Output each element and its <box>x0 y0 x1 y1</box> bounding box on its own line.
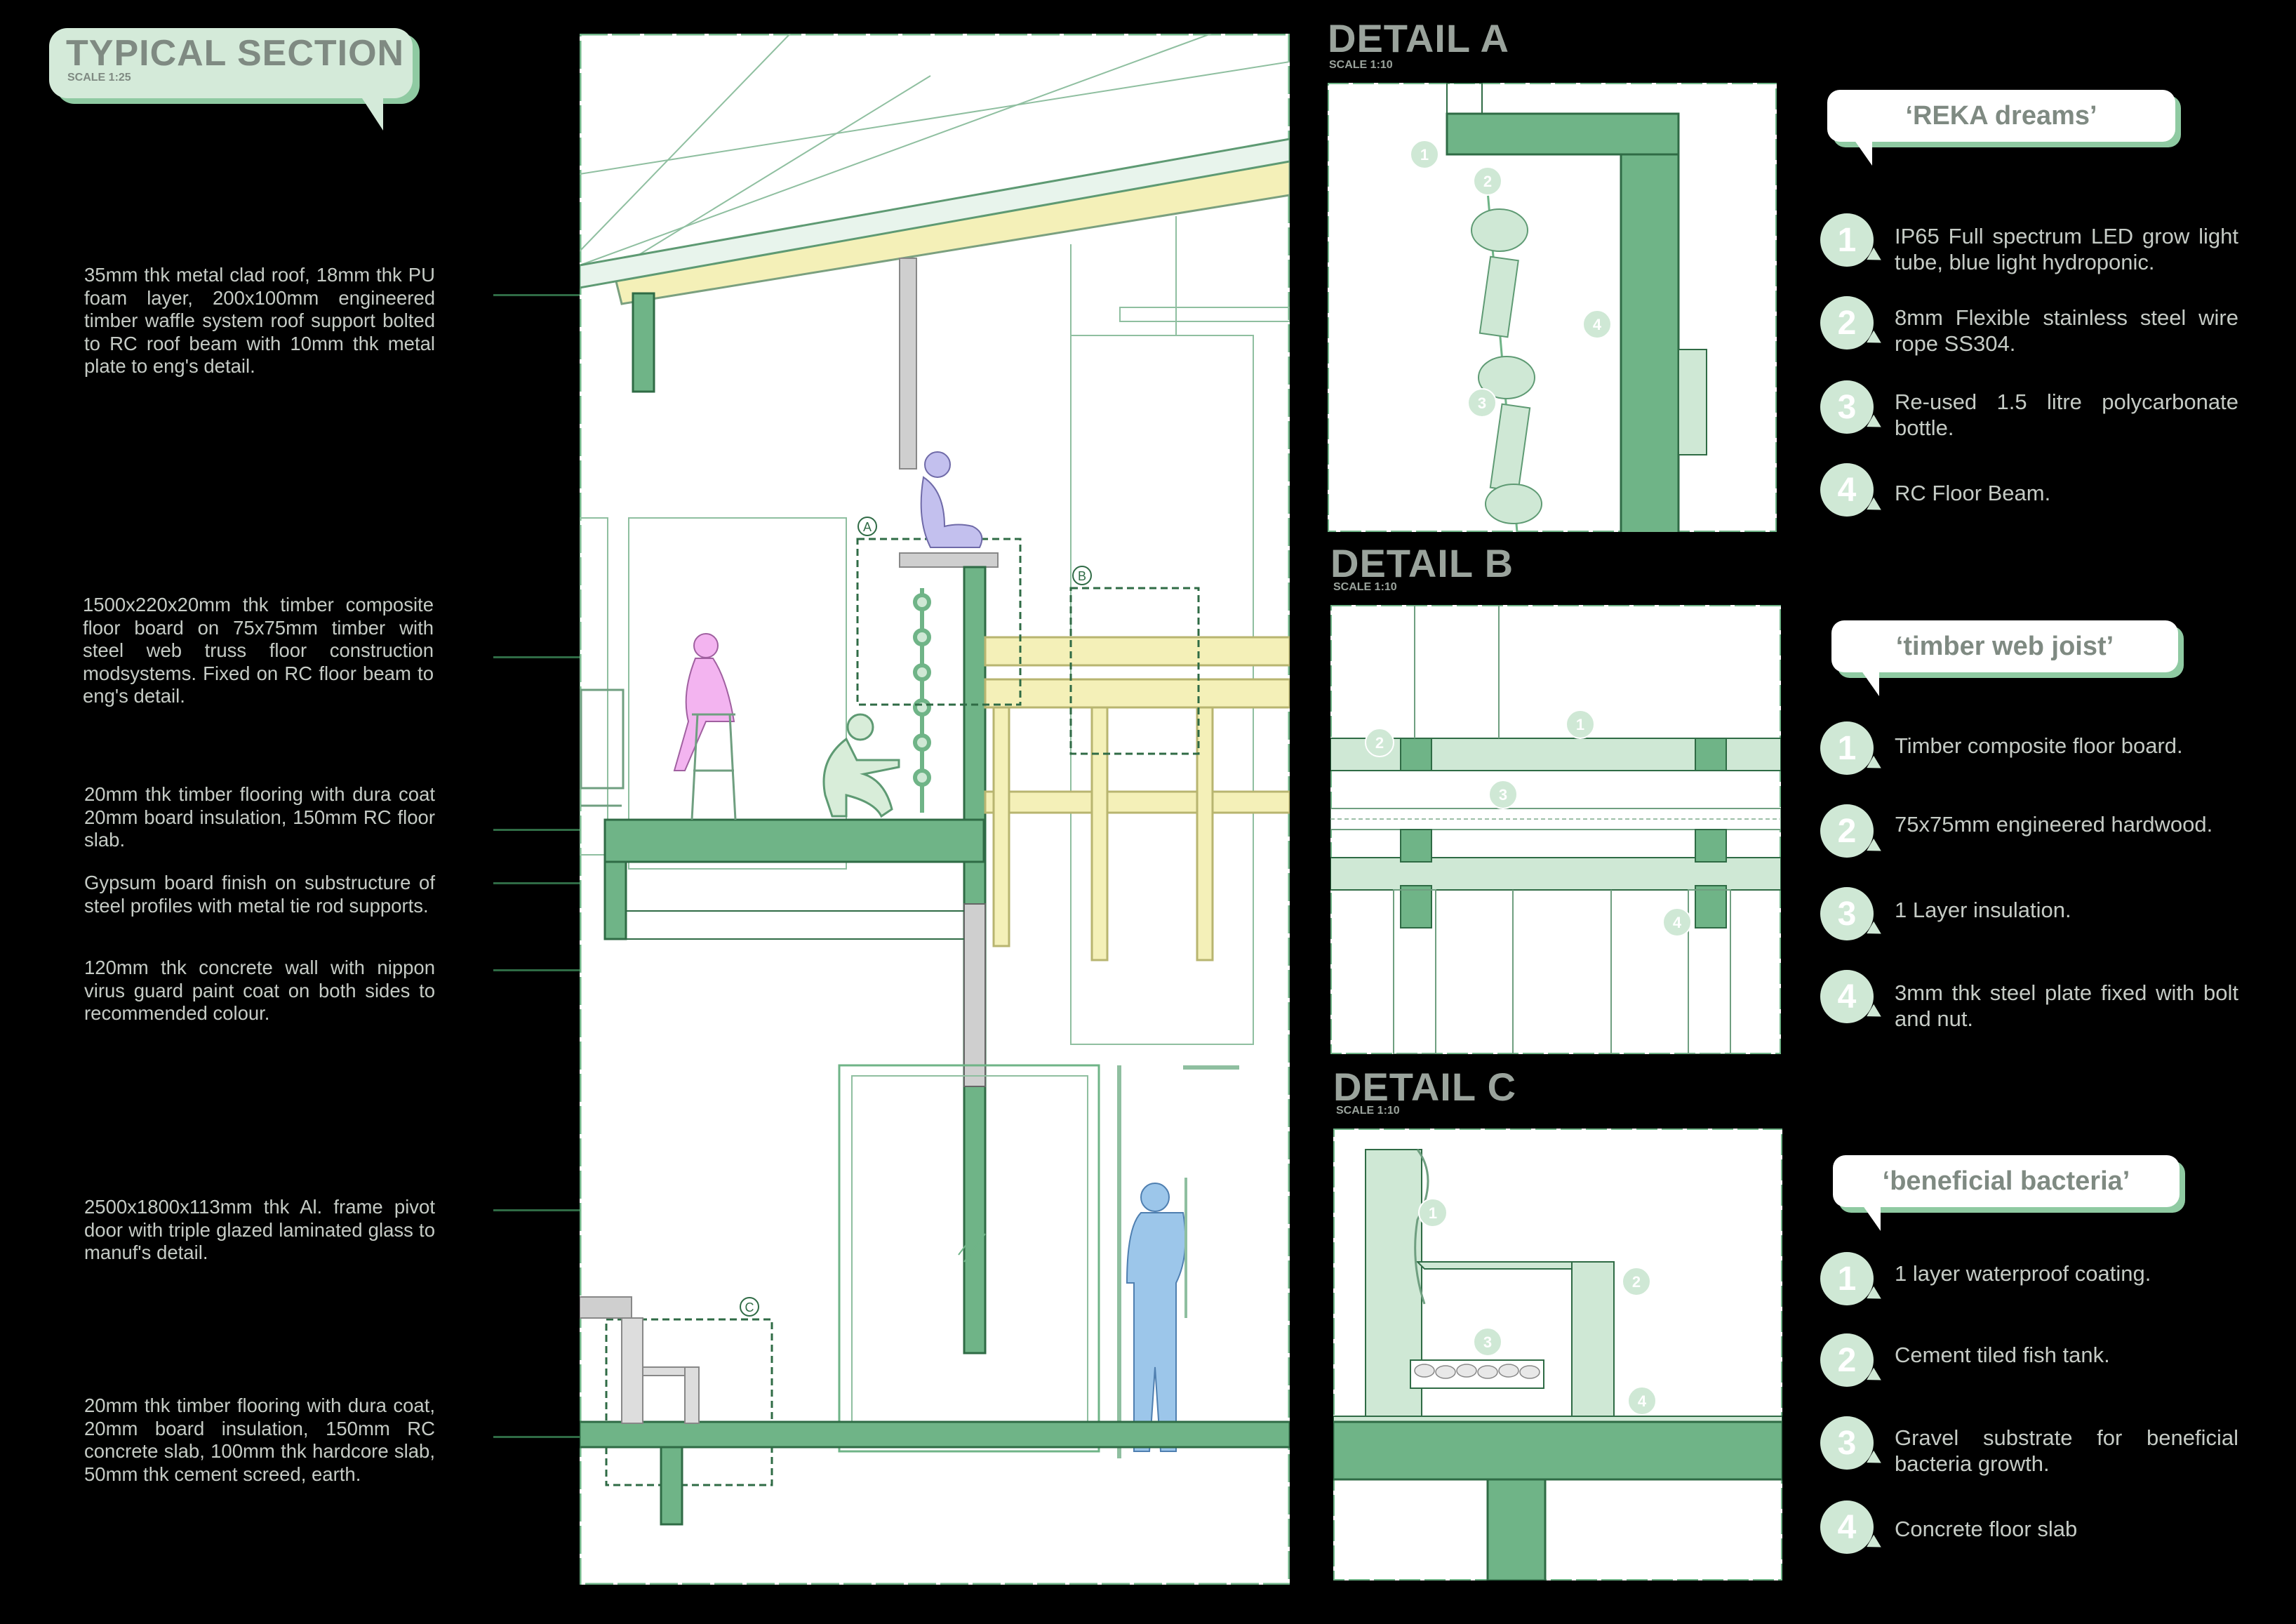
detail-b-num-1: 1 <box>1820 721 1874 775</box>
marker-c-circle <box>740 1297 759 1317</box>
detail-b-num-2: 2 <box>1820 804 1874 858</box>
detail-a-item-4: RC Floor Beam. <box>1895 481 2051 505</box>
marker-a: A <box>863 520 872 534</box>
leader-roof <box>493 294 641 296</box>
detail-b-heading: DETAIL B <box>1330 541 1514 585</box>
side-chairs <box>580 688 625 807</box>
detail-b-num-3: 3 <box>1820 887 1874 940</box>
note-concrete-wall: 120mm thk concrete wall with nippon viru… <box>84 957 435 1024</box>
detail-c-marker-2: 2 <box>1632 1273 1641 1291</box>
upper-floor-slab <box>603 818 985 863</box>
detail-a-item-1: IP65 Full spectrum LED grow light tube, … <box>1895 224 2238 274</box>
detail-a-item-2: 8mm Flexible stainless steel wire rope S… <box>1895 305 2238 356</box>
detail-c-box <box>605 1318 773 1486</box>
detail-a-num-1: 1 <box>1820 213 1874 267</box>
detail-a-marker-2: 2 <box>1483 173 1492 190</box>
note-timber-flooring: 20mm thk timber flooring with dura coat … <box>84 783 435 851</box>
detail-a-marker-1: 1 <box>1420 146 1429 164</box>
detail-c-bubble-tail <box>1861 1203 1881 1231</box>
detail-a-item-3: Re-used 1.5 litre polycarbonate bottle. <box>1895 390 2238 440</box>
leader-ground-floor <box>493 1436 634 1438</box>
detail-b-marker-1: 1 <box>1576 716 1584 733</box>
detail-c-item-3: Gravel substrate for beneficial bacteria… <box>1895 1425 2238 1476</box>
timber-truss <box>984 636 1290 961</box>
note-ground-floor: 20mm thk timber flooring with dura coat,… <box>84 1395 435 1485</box>
person-crouching <box>822 713 900 818</box>
detail-b-bubble-tail <box>1860 668 1879 696</box>
marker-a-circle <box>857 517 877 536</box>
detail-a-scale: SCALE 1:10 <box>1329 59 1393 71</box>
bar-stool <box>690 713 737 820</box>
title-bubble-tail <box>362 98 383 131</box>
detail-c-num-3: 3 <box>1820 1416 1874 1470</box>
detail-b-drawing: 1 2 3 4 <box>1330 605 1781 1054</box>
leader-timber-flooring <box>493 829 634 831</box>
detail-a-num-3: 3 <box>1820 380 1874 434</box>
leader-floor-board <box>493 656 662 658</box>
marker-b-circle <box>1072 566 1092 585</box>
note-roof: 35mm thk metal clad roof, 18mm thk PU fo… <box>84 264 435 377</box>
detail-c-heading: DETAIL C <box>1333 1065 1517 1109</box>
roof-beam-left <box>632 292 655 393</box>
section-scale: SCALE 1:25 <box>67 72 131 84</box>
detail-c-item-1: 1 layer waterproof coating. <box>1895 1261 2151 1286</box>
marker-b: B <box>1078 569 1086 583</box>
marker-c: C <box>745 1300 754 1314</box>
detail-b-item-1: Timber composite floor board. <box>1895 733 2183 758</box>
roof-cladding <box>580 138 1290 289</box>
detail-a-bubble: ‘REKA dreams’ <box>1827 90 2175 142</box>
detail-c-item-2: Cement tiled fish tank. <box>1895 1343 2110 1367</box>
detail-c-drawing: 1 2 3 4 <box>1333 1129 1782 1580</box>
note-gypsum: Gypsum board finish on substructure of s… <box>84 872 435 917</box>
detail-b-item-2: 75x75mm engineered hardwood. <box>1895 812 2213 837</box>
detail-a-num-2: 2 <box>1820 296 1874 350</box>
detail-a-marker-4: 4 <box>1593 316 1602 333</box>
detail-b-marker-4: 4 <box>1673 914 1682 931</box>
detail-c-num-1: 1 <box>1820 1252 1874 1305</box>
detail-c-num-2: 2 <box>1820 1333 1874 1387</box>
detail-b-scale: SCALE 1:10 <box>1333 581 1397 593</box>
wall-lower-grey <box>963 903 986 1087</box>
typical-section-drawing: A B C <box>580 34 1290 1585</box>
detail-c-marker-1: 1 <box>1429 1204 1437 1222</box>
detail-a-marker-3: 3 <box>1478 394 1486 412</box>
person-sitting-top <box>920 451 983 548</box>
section-title: TYPICAL SECTION <box>66 33 405 74</box>
detail-c-marker-3: 3 <box>1483 1333 1492 1351</box>
detail-b-item-3: 1 Layer insulation. <box>1895 898 2071 922</box>
planter-ledge <box>899 552 999 568</box>
detail-b-num-4: 4 <box>1820 970 1874 1023</box>
detail-a-bubble-tail <box>1853 138 1872 166</box>
detail-a-drawing: 1 2 3 4 <box>1328 83 1777 532</box>
detail-c-marker-4: 4 <box>1638 1392 1647 1410</box>
detail-b-marker-3: 3 <box>1499 786 1507 804</box>
section-title-bubble: TYPICAL SECTION SCALE 1:25 <box>49 28 413 98</box>
detail-c-bubble: ‘beneficial bacteria’ <box>1833 1155 2180 1207</box>
detail-a-num-4: 4 <box>1820 463 1874 517</box>
detail-c-scale: SCALE 1:10 <box>1336 1105 1400 1117</box>
roof-post <box>899 258 917 470</box>
note-floor-board: 1500x220x20mm thk timber composite floor… <box>83 594 434 707</box>
detail-c-num-4: 4 <box>1820 1500 1874 1554</box>
detail-c-item-4: Concrete floor slab <box>1895 1517 2078 1541</box>
detail-b-bubble: ‘timber web joist’ <box>1831 620 2178 672</box>
hanging-plants <box>913 588 931 813</box>
detail-b-item-4: 3mm thk steel plate fixed with bolt and … <box>1895 980 2238 1031</box>
note-pivot-door: 2500x1800x113mm thk Al. frame pivot door… <box>84 1196 435 1263</box>
detail-b-marker-2: 2 <box>1375 734 1384 752</box>
detail-a-heading: DETAIL A <box>1328 16 1509 60</box>
pivot-door-frame <box>838 1064 1100 1453</box>
ground-floor-slab <box>580 1420 1290 1449</box>
